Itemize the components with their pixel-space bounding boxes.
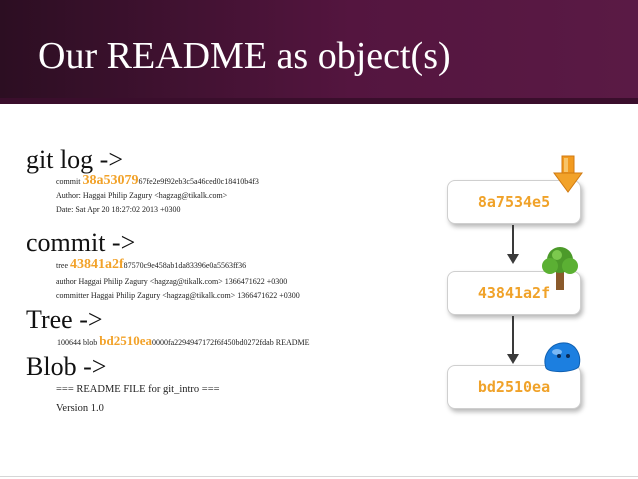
gitlog-commit-line: commit 38a5307967fe2e9f92eb3c5a46ced0c18… [56,173,259,188]
slide-title: Our README as object(s) [38,35,451,77]
tree-entry-prefix: 100644 blob [57,338,100,347]
commit-committer-line: committer Haggai Philip Zagury <hagzag@t… [56,291,300,300]
banner-stripe [0,98,638,104]
tree-entry-rest: 0000fa2294947172f6f450bd0272fdab README [151,338,310,347]
connector-arrowhead [507,354,519,364]
commit-prefix: commit [56,177,83,186]
gitlog-author-line: Author: Haggai Philip Zagury <hagzag@tik… [56,191,228,200]
arrow-down-icon [553,155,583,193]
tree-node: 43841a2f [447,271,581,315]
commit-heading: commit -> [26,228,136,257]
tree-prefix: tree [56,261,70,270]
tree-hash-highlight: 43841a2f [70,257,124,272]
blob-heading: Blob -> [26,352,107,381]
connector-line [512,225,514,255]
connector-arrowhead [507,254,519,264]
title-banner: Our README as object(s) [0,0,638,104]
tree-heading: Tree -> [26,305,103,334]
tree-entry-line: 100644 blob bd2510ea0000fa2294947172f6f4… [57,333,310,348]
connector-line [512,316,514,355]
blob-line-2: Version 1.0 [56,403,104,414]
blob-node: bd2510ea [447,365,581,409]
commit-hash-highlight: 38a53079 [82,173,139,188]
blob-line-1: === README FILE for git_intro === [56,384,220,395]
gitlog-heading: git log -> [26,145,123,174]
commit-node: 8a7534e5 [447,180,581,224]
commit-author-line: author Haggai Philip Zagury <hagzag@tika… [56,277,288,286]
blob-hash-highlight: bd2510ea [99,333,152,348]
tree-icon [542,247,578,290]
commit-hash-rest: 67fe2e9f92eb3c5a46ced0c18410b4f3 [138,177,259,186]
commit-tree-line: tree 43841a2f87570c9e458ab1da83396e0a556… [56,257,247,272]
blob-icon [544,342,581,373]
tree-hash-rest: 87570c9e458ab1da83396e0a5563ff36 [123,261,247,270]
footer-divider [0,476,638,477]
gitlog-date-line: Date: Sat Apr 20 18:27:02 2013 +0300 [56,205,181,214]
